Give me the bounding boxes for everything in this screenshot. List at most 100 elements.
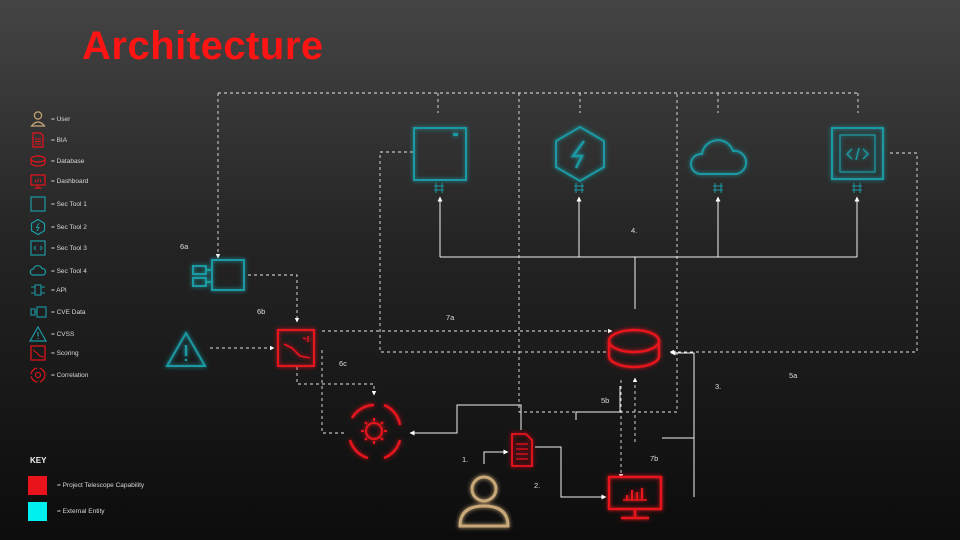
step-label-5a: 5a (789, 371, 798, 380)
sec-tool-1 (413, 127, 467, 181)
key-swatch-red (28, 476, 47, 495)
step-label-7a: 7a (446, 313, 455, 322)
step-label-4: 4. (631, 226, 638, 235)
legend-item-sec-tool-1: = Sec Tool 1 (28, 194, 87, 214)
legend-item-sec-tool-4: = Sec Tool 4 (28, 261, 87, 281)
connector-tool4-right (669, 152, 918, 355)
correlation-node (348, 403, 402, 460)
legend-label: = Sec Tool 1 (51, 200, 87, 208)
connector-scoring-correlation (321, 350, 344, 434)
connector-2 (535, 446, 607, 500)
legend-item-database: = Database (28, 151, 84, 171)
database-icon (607, 328, 661, 354)
connector-6c (296, 367, 377, 396)
sec-tool-1-icon (413, 127, 467, 181)
connector-db-dashboard (575, 386, 621, 420)
cve-data-node (192, 259, 245, 291)
sec-tool-2-icon (30, 218, 46, 236)
user-icon (470, 475, 498, 503)
connector-3 (670, 350, 695, 497)
connector-tool1-left (379, 151, 608, 353)
step-label-2: 2. (534, 481, 541, 490)
legend-item-dashboard: = Dashboard (28, 171, 88, 191)
solid-connectors (409, 196, 860, 500)
legend-label: = Correlation (51, 371, 89, 379)
step-label-6c: 6c (339, 359, 347, 368)
legend-item-bia: = BIA (28, 130, 67, 150)
legend-label: = BIA (51, 136, 68, 144)
step-label-5b: 5b (601, 396, 610, 405)
key-swatch-cyan (28, 502, 47, 521)
legend-label: = Sec Tool 2 (51, 223, 87, 231)
correlation-icon (350, 403, 375, 419)
user-icon (30, 111, 46, 127)
api-icon (434, 183, 444, 193)
dashboard-icon (30, 174, 46, 189)
step-label-6b: 6b (257, 307, 266, 316)
cve-data-icon (211, 259, 245, 291)
connector-bia-correlation (409, 404, 522, 436)
sec-tool-1-icon (30, 196, 46, 212)
correlation-icon (30, 367, 46, 383)
legend-item-cvss: = CVSS (28, 324, 74, 344)
key-label: = Project Telescope Capability (57, 482, 145, 489)
key-item-external: = External Entity (28, 502, 105, 521)
dashboard-icon (607, 475, 663, 511)
cvss-icon (28, 325, 48, 342)
sec-tool-3 (831, 127, 884, 180)
scoring-icon (30, 345, 46, 361)
dashed-connectors (210, 92, 918, 479)
api-icon (713, 183, 723, 193)
step-label-3: 3. (715, 382, 722, 391)
sec-tool-3-icon (30, 240, 46, 256)
legend-item-sec-tool-2: = Sec Tool 2 (28, 217, 87, 237)
sec-tool-4-icon (29, 265, 47, 276)
legend-label: = Sec Tool 3 (51, 244, 87, 252)
sec-tool-2-icon (555, 125, 605, 183)
api-connectors (434, 183, 862, 193)
sec-tool-2 (555, 125, 605, 183)
scoring-icon (277, 329, 315, 367)
step-label-6a: 6a (180, 242, 189, 251)
connector-api-6b (248, 274, 300, 323)
database-node (607, 328, 661, 369)
connector-1 (483, 449, 509, 464)
step-label-1: 1. (462, 455, 469, 464)
sec-tool-4-icon (690, 139, 748, 175)
scoring-node (277, 329, 315, 367)
legend-label: = Scoring (51, 349, 79, 357)
key-item-capability: = Project Telescope Capability (28, 476, 144, 495)
api-icon (574, 183, 584, 193)
legend-label: = Sec Tool 4 (51, 267, 87, 275)
key-label: = External Entity (57, 508, 105, 515)
legend-label: = User (51, 115, 71, 123)
bia-node (511, 433, 533, 467)
cve-data-icon (30, 306, 47, 318)
key-title: KEY (30, 456, 47, 465)
api-icon (852, 183, 862, 193)
legend-item-scoring: = Scoring (28, 343, 79, 363)
step-label-7b: 7b (650, 454, 659, 463)
legend-item-sec-tool-3: = Sec Tool 3 (28, 238, 87, 258)
cvss-node (165, 330, 207, 367)
api-icon (31, 284, 45, 296)
legend-label: = Dashboard (51, 177, 89, 185)
sec-tool-4-cloud (690, 139, 748, 175)
page-title: Architecture (82, 24, 324, 68)
legend-label: = CVE Data (51, 308, 86, 316)
legend-item-api: = API (28, 280, 67, 300)
bia-icon (32, 132, 44, 148)
bia-icon (511, 433, 533, 467)
legend-label: = CVSS (51, 330, 75, 338)
user-node (458, 475, 510, 528)
sec-tool-3-icon (831, 127, 884, 180)
legend-item-user: = User (28, 109, 70, 129)
dashboard-node (607, 475, 663, 520)
database-icon (30, 155, 46, 167)
legend-item-cve-data: = CVE Data (28, 302, 86, 322)
legend-label: = API (51, 286, 67, 294)
legend-item-correlation: = Correlation (28, 365, 88, 385)
cvss-icon (165, 330, 207, 367)
legend-label: = Database (51, 157, 85, 165)
